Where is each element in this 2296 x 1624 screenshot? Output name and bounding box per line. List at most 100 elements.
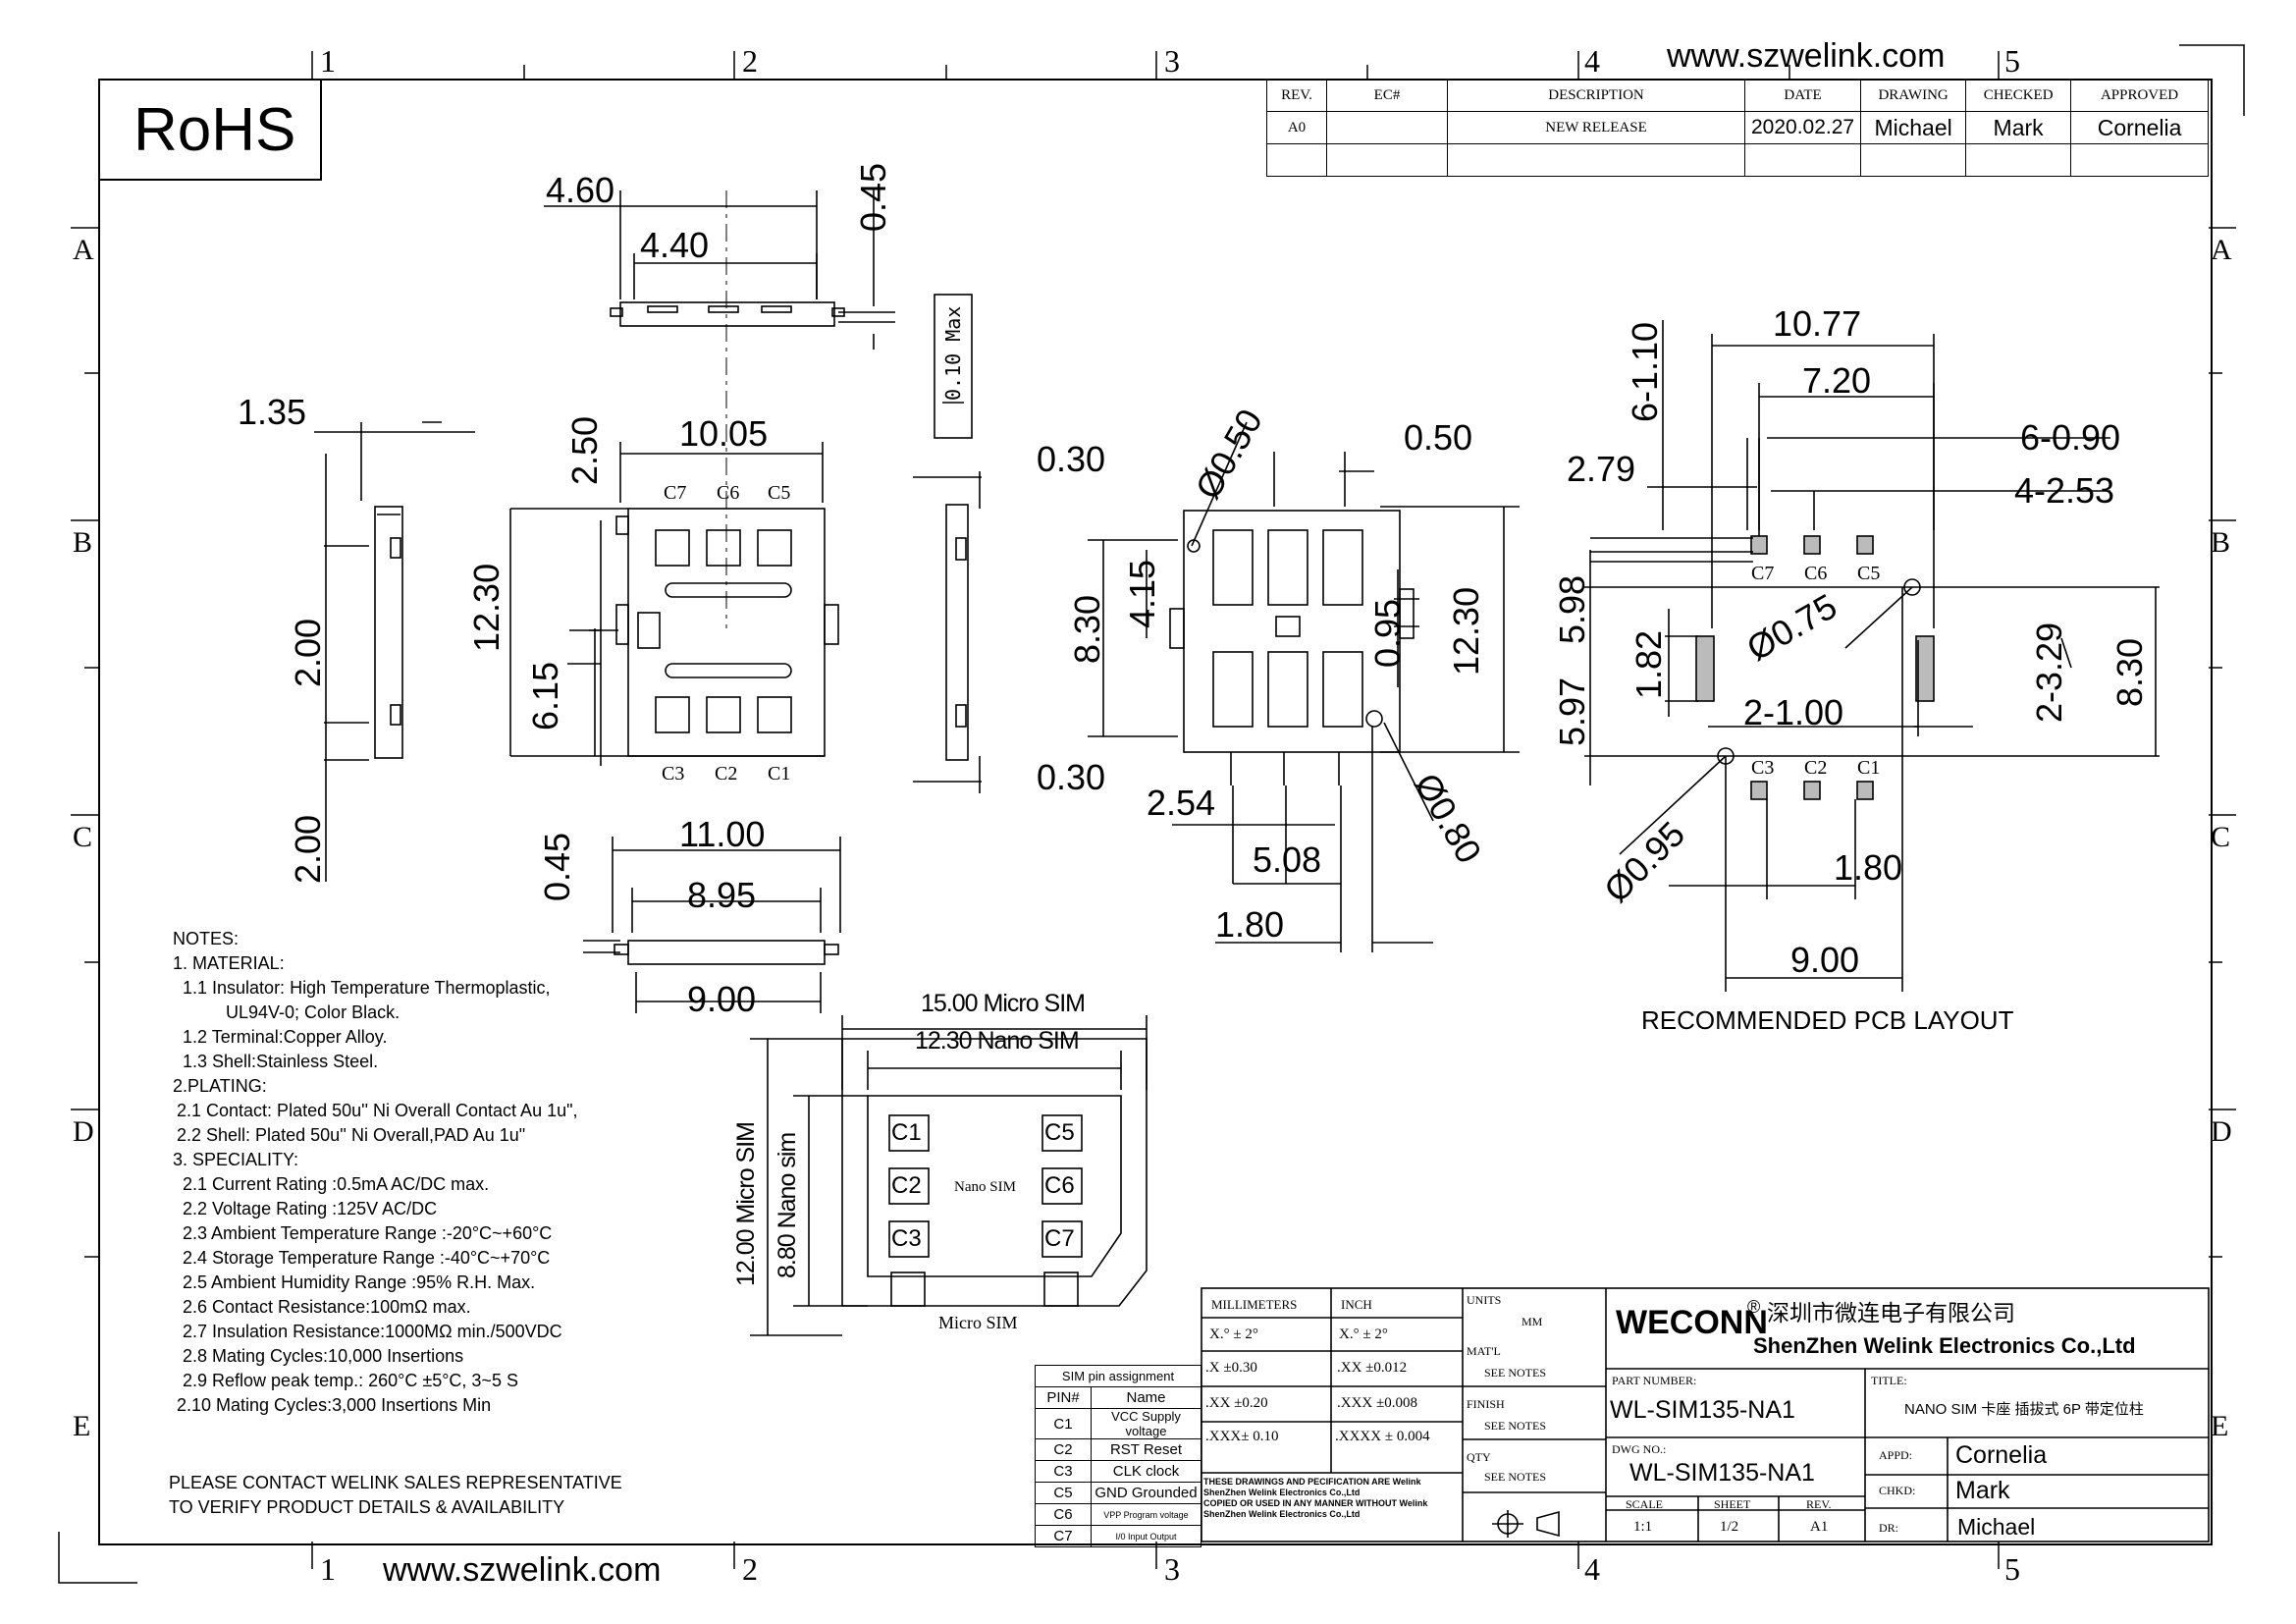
contact-label-c7: C7: [664, 482, 687, 504]
dim-pcb-900: 9.00: [1790, 940, 1860, 980]
note-line: 2.4 Storage Temperature Range :-40°C~+70…: [183, 1248, 551, 1268]
note-line: 1. MATERIAL:: [173, 953, 285, 973]
sim-pad-c5: C5: [1044, 1119, 1075, 1146]
qty-value: SEE NOTES: [1484, 1470, 1546, 1484]
pcb-label-c5: C5: [1857, 563, 1881, 584]
zone-row-b: B: [73, 526, 93, 559]
sim-micro-width: 15.00 Micro SIM: [921, 990, 1086, 1017]
pcb-layout: [1584, 320, 2160, 992]
note-line: 2.2 Shell: Plated 50u'' Ni Overall,PAD A…: [177, 1125, 526, 1145]
contact-label-c2: C2: [715, 763, 738, 785]
pin-cell: RST Reset: [1091, 1438, 1201, 1461]
rev-label: REV.: [1806, 1497, 1832, 1511]
tol-inch-0: X.° ± 2°: [1339, 1326, 1388, 1342]
pin-cell: C7: [1035, 1525, 1092, 1547]
appd-value: Cornelia: [1955, 1441, 2048, 1469]
pin-header-pin: PIN#: [1035, 1386, 1092, 1409]
brand-registered: ®: [1747, 1297, 1761, 1317]
note-line: 2.PLATING:: [173, 1076, 267, 1096]
zone-col-3-bottom: 3: [1164, 1551, 1180, 1587]
qty-label: QTY: [1467, 1450, 1491, 1464]
dim-right-030b: 0.30: [1037, 757, 1106, 797]
part-number-label: PART NUMBER:: [1612, 1374, 1697, 1387]
note-line: 2.9 Reflow peak temp.: 260°C ±5°C, 3~5 S: [183, 1371, 518, 1390]
rev-value-ec: [1326, 111, 1448, 144]
matl-value: SEE NOTES: [1484, 1366, 1546, 1380]
pcb-caption: RECOMMENDED PCB LAYOUT: [1641, 1005, 2014, 1035]
part-number: WL-SIM135-NA1: [1610, 1396, 1795, 1424]
pin-header-name: Name: [1091, 1386, 1201, 1409]
rev-value-approved: Cornelia: [2070, 111, 2209, 144]
note-line: 1.1 Insulator: High Temperature Thermopl…: [183, 978, 551, 998]
dr-label: DR:: [1879, 1521, 1899, 1535]
dim-right-030a: 0.30: [1037, 439, 1106, 479]
dim-side-135: 1.35: [238, 392, 307, 432]
dim-pcb-6090: 6-0.90: [2020, 417, 2121, 458]
zone-row-c-right: C: [2211, 821, 2231, 853]
front-view: [509, 442, 839, 766]
sim-nano-width: 12.30 Nano SIM: [915, 1027, 1080, 1055]
pin-table-title: SIM pin assignment: [1035, 1365, 1201, 1387]
rev-value: A1: [1810, 1519, 1829, 1535]
note-line: 2.7 Insulation Resistance:1000MΩ min./50…: [183, 1322, 562, 1341]
sim-pad-c7: C7: [1044, 1225, 1075, 1252]
zone-row-e: E: [73, 1410, 91, 1442]
disclaimer: THESE DRAWINGS AND PECIFICATION ARE Weli…: [1203, 1477, 1427, 1520]
pin-cell: C1: [1035, 1408, 1092, 1439]
contact-note-line: TO VERIFY PRODUCT DETAILS & AVAILABILITY: [169, 1497, 565, 1517]
tol-inch-3: .XXXX ± 0.004: [1335, 1429, 1430, 1444]
dim-bot-900: 9.00: [687, 979, 757, 1019]
dim-front-1005: 10.05: [679, 413, 769, 454]
note-line: 2.6 Contact Resistance:100mΩ max.: [183, 1297, 471, 1317]
pcb-label-c6: C6: [1804, 563, 1828, 584]
pcb-label-c7: C7: [1751, 563, 1775, 584]
rohs-label: RoHS: [133, 96, 296, 164]
dim-bot-895: 8.95: [687, 875, 757, 915]
sheet-value: 1/2: [1720, 1519, 1739, 1535]
dim-v2-254: 2.54: [1147, 783, 1216, 823]
zone-row-e-right: E: [2211, 1410, 2229, 1442]
brand-logo: WECONN: [1616, 1304, 1768, 1341]
rev-value-checked: Mark: [1965, 111, 2072, 144]
disclaimer-line: ShenZhen Welink Electronics Co.,Ltd: [1203, 1488, 1361, 1497]
tol-mm-2: .XX ±0.20: [1205, 1395, 1268, 1411]
zone-col-2-bottom: 2: [742, 1551, 758, 1587]
dim-pcb-2100: 2-1.00: [1743, 692, 1844, 732]
note-line: UL94V-0; Color Black.: [226, 1002, 400, 1022]
scale-label: SCALE: [1626, 1497, 1664, 1511]
pin-cell: VCC Supply voltage: [1091, 1408, 1201, 1439]
dim-v2-050: 0.50: [1404, 417, 1473, 458]
finish-label: FINISH: [1467, 1397, 1505, 1411]
sim-pad-c2: C2: [891, 1172, 922, 1199]
zone-row-c: C: [73, 821, 93, 853]
side-view-right: [913, 294, 982, 793]
sim-pad-c3: C3: [891, 1225, 922, 1252]
revision-table: REV. EC# DESCRIPTION DATE DRAWING CHECKE…: [1266, 79, 2209, 177]
sheet-label: SHEET: [1714, 1497, 1751, 1511]
rev-header-approved: APPROVED: [2070, 79, 2209, 112]
company-name-cn: 深圳市微连电子有限公司: [1767, 1300, 2015, 1326]
pin-cell: C6: [1035, 1503, 1092, 1526]
company-name-en: ShenZhen Welink Electronics Co.,Ltd: [1753, 1333, 2136, 1358]
chkd-label: CHKD:: [1879, 1484, 1916, 1497]
dim-pcb-180: 1.80: [1834, 847, 1903, 888]
sim-card-outline: [750, 1015, 1148, 1336]
contact-view: [1088, 421, 1520, 952]
tol-inch-1: .XX ±0.012: [1337, 1360, 1408, 1376]
appd-label: APPD:: [1879, 1448, 1913, 1462]
dwg-number: WL-SIM135-NA1: [1629, 1459, 1815, 1487]
contact-label-c3: C3: [662, 763, 685, 785]
pin-cell: I/0 Input Output: [1091, 1525, 1201, 1547]
dwg-label: DWG NO.:: [1612, 1442, 1667, 1456]
rev-header-desc: DESCRIPTION: [1447, 79, 1745, 112]
dim-top-460: 4.60: [546, 170, 615, 210]
dim-pcb-4253: 4-2.53: [2014, 470, 2115, 511]
contact-label-c1: C1: [768, 763, 791, 785]
note-line: 2.1 Current Rating :0.5mA AC/DC max.: [183, 1174, 490, 1194]
notes-block: NOTES: 1. MATERIAL: 1.1 Insulator: High …: [173, 927, 578, 1418]
disclaimer-line: THESE DRAWINGS AND PECIFICATION ARE Weli…: [1203, 1477, 1421, 1487]
sim-pad-c6: C6: [1044, 1172, 1075, 1199]
